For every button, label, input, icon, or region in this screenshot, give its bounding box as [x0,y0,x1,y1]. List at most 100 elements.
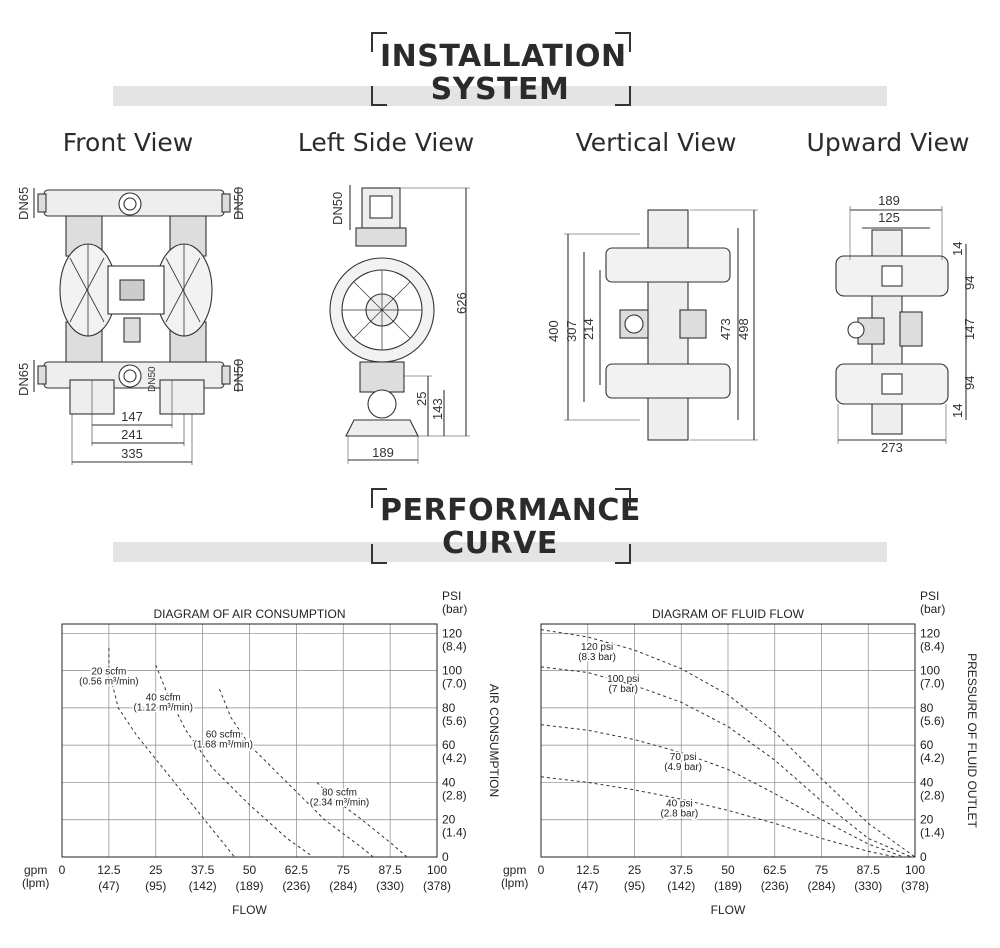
pressure-tick-psi: 0 [920,850,927,864]
pressure-tick-bar: (1.4) [920,826,945,840]
flow-tick-lpm: (378) [423,879,451,893]
flow-tick-gpm: 37.5 [670,863,694,877]
dim-vertical-473: 473 [718,318,733,340]
dim-side-626: 626 [454,292,469,314]
pressure-tick-psi: 80 [920,701,934,715]
flow-tick-gpm: 0 [59,863,66,877]
series-line [540,776,897,858]
flow-tick-gpm: 87.5 [378,863,402,877]
series-line [155,664,314,858]
dim-upward-94-top: 94 [962,276,977,290]
bar-unit: (bar) [920,602,945,616]
plot-frame [540,623,916,858]
flow-tick-lpm: (47) [577,879,598,893]
performance-title-line2: CURVE [442,526,558,561]
dim-vertical-498: 498 [736,318,751,340]
dim-front-241: 241 [121,427,143,442]
lpm-unit: (lpm) [501,876,528,890]
plot-frame [61,623,438,858]
series-label-line2: (4.9 bar) [664,762,702,773]
flow-tick-gpm: 62.5 [763,863,787,877]
flow-tick-gpm: 50 [721,863,735,877]
view-label-left-side: Left Side View [297,128,475,157]
dim-upward-147: 147 [962,318,977,340]
series-label-line2: (2.8 bar) [660,809,698,820]
dim-upward-189: 189 [878,193,900,208]
dim-side-189: 189 [372,445,394,460]
bar-unit: (bar) [442,602,467,616]
front-view-drawing [33,188,239,465]
series-label-line2: (1.12 m³/min) [134,702,193,713]
pressure-tick-psi: 20 [442,813,456,827]
psi-unit: PSI [442,589,461,603]
flow-tick-lpm: (95) [145,879,166,893]
series-label-line1: 70 psi [670,752,697,763]
dim-vertical-400: 400 [546,320,561,342]
dim-vertical-214: 214 [581,318,596,340]
pressure-tick-psi: 40 [442,775,456,789]
flow-tick-gpm: 100 [905,863,925,877]
series-label-line2: (8.3 bar) [578,652,616,663]
series-label-line1: 80 scfm [322,787,357,798]
flow-tick-lpm: (189) [235,879,263,893]
flow-tick-lpm: (95) [624,879,645,893]
gpm-unit: gpm [24,863,47,877]
performance-charts: DIAGRAM OF AIR CONSUMPTIONPSI(bar)120(8.… [22,589,979,917]
dim-upward-14-top: 14 [950,242,965,256]
dim-front-dn-right-top: DN50 [231,187,246,220]
series-line [540,724,904,858]
series-line [219,689,374,858]
flow-tick-gpm: 62.5 [285,863,309,877]
flow-tick-gpm: 12.5 [97,863,121,877]
flow-tick-lpm: (284) [807,879,835,893]
dim-front-147: 147 [121,409,143,424]
pressure-tick-psi: 120 [442,626,462,640]
flow-tick-lpm: (142) [667,879,695,893]
flow-tick-gpm: 50 [243,863,257,877]
dim-front-dn-center: DN50 [147,366,158,392]
series-label-line1: 100 psi [607,674,639,685]
lpm-unit: (lpm) [22,876,49,890]
dim-side-25: 25 [414,392,429,406]
left-side-view-drawing [329,185,470,464]
series-label-line1: 120 psi [581,642,613,653]
flow-tick-gpm: 12.5 [576,863,600,877]
series-label-line1: 40 scfm [146,692,181,703]
pressure-tick-bar: (4.2) [442,751,467,765]
dim-upward-94-bottom: 94 [962,376,977,390]
series-label-line2: (7 bar) [609,684,638,695]
bracket-bl [371,86,387,106]
dim-front-dn-left-top: DN65 [16,187,31,220]
vertical-axis-label: AIR CONSUMPTION [487,684,501,797]
flow-tick-gpm: 25 [628,863,642,877]
psi-unit: PSI [920,589,939,603]
pressure-tick-bar: (4.2) [920,751,945,765]
flow-tick-gpm: 0 [538,863,545,877]
view-label-vertical: Vertical View [575,128,737,157]
pump-drawings: DN65 DN50 DN65 DN50 DN50 147 241 335 DN5… [16,185,977,465]
flow-axis-label: FLOW [711,903,746,917]
series-label-line1: 60 scfm [206,730,241,741]
pressure-tick-psi: 20 [920,813,934,827]
series-label-line1: 20 scfm [91,666,126,677]
performance-band [113,542,887,562]
pressure-tick-psi: 40 [920,775,934,789]
series-label-line2: (1.68 m³/min) [194,740,253,751]
series-line [316,782,408,858]
vertical-view-drawing [564,209,758,441]
installation-title-line2: SYSTEM [430,72,570,107]
upward-view-drawing [835,206,967,444]
flow-tick-lpm: (142) [189,879,217,893]
flow-tick-lpm: (189) [714,879,742,893]
pressure-tick-bar: (1.4) [442,826,467,840]
pressure-tick-bar: (7.0) [920,677,945,691]
gpm-unit: gpm [503,863,526,877]
vertical-axis-label: PRESSURE OF FLUID OUTLET [965,653,979,828]
dim-side-143: 143 [430,398,445,420]
flow-tick-lpm: (330) [376,879,404,893]
pressure-tick-psi: 60 [442,738,456,752]
pressure-tick-bar: (5.6) [920,714,945,728]
pressure-tick-psi: 100 [920,664,940,678]
flow-tick-gpm: 87.5 [857,863,881,877]
flow-tick-lpm: (236) [761,879,789,893]
